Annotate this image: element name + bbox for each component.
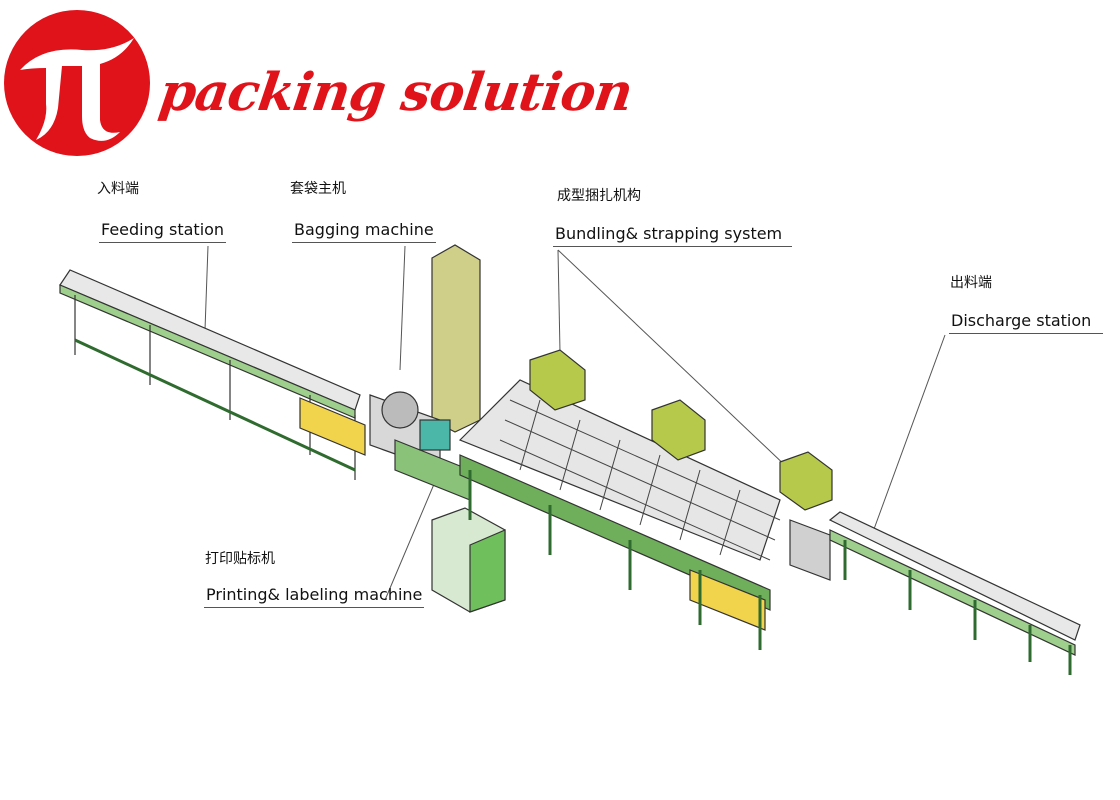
discharge-station-label: Discharge station <box>949 311 1104 334</box>
feeding-station <box>59 269 366 480</box>
control-cabinet <box>431 507 506 613</box>
feeding-station-label: Feeding station <box>99 220 227 243</box>
bagging-machine-label: Bagging machine <box>292 220 436 243</box>
labeling-machine-cn-label: 打印贴标机 <box>205 551 275 567</box>
bundling-strapping-system <box>458 349 833 650</box>
bagging-machine-cn-label: 套袋主机 <box>290 181 346 197</box>
bundling-system-label: Bundling& strapping system <box>553 224 793 247</box>
brand-logo <box>4 10 150 156</box>
feeding-station-cn-label: 入料端 <box>97 181 139 197</box>
bundling-system-cn-label: 成型捆扎机构 <box>557 188 641 204</box>
labeling-machine-label: Printing& labeling machine <box>204 585 425 608</box>
discharge-station <box>828 511 1081 675</box>
bagging-machine <box>369 244 481 501</box>
discharge-station-cn-label: 出料端 <box>950 275 992 291</box>
